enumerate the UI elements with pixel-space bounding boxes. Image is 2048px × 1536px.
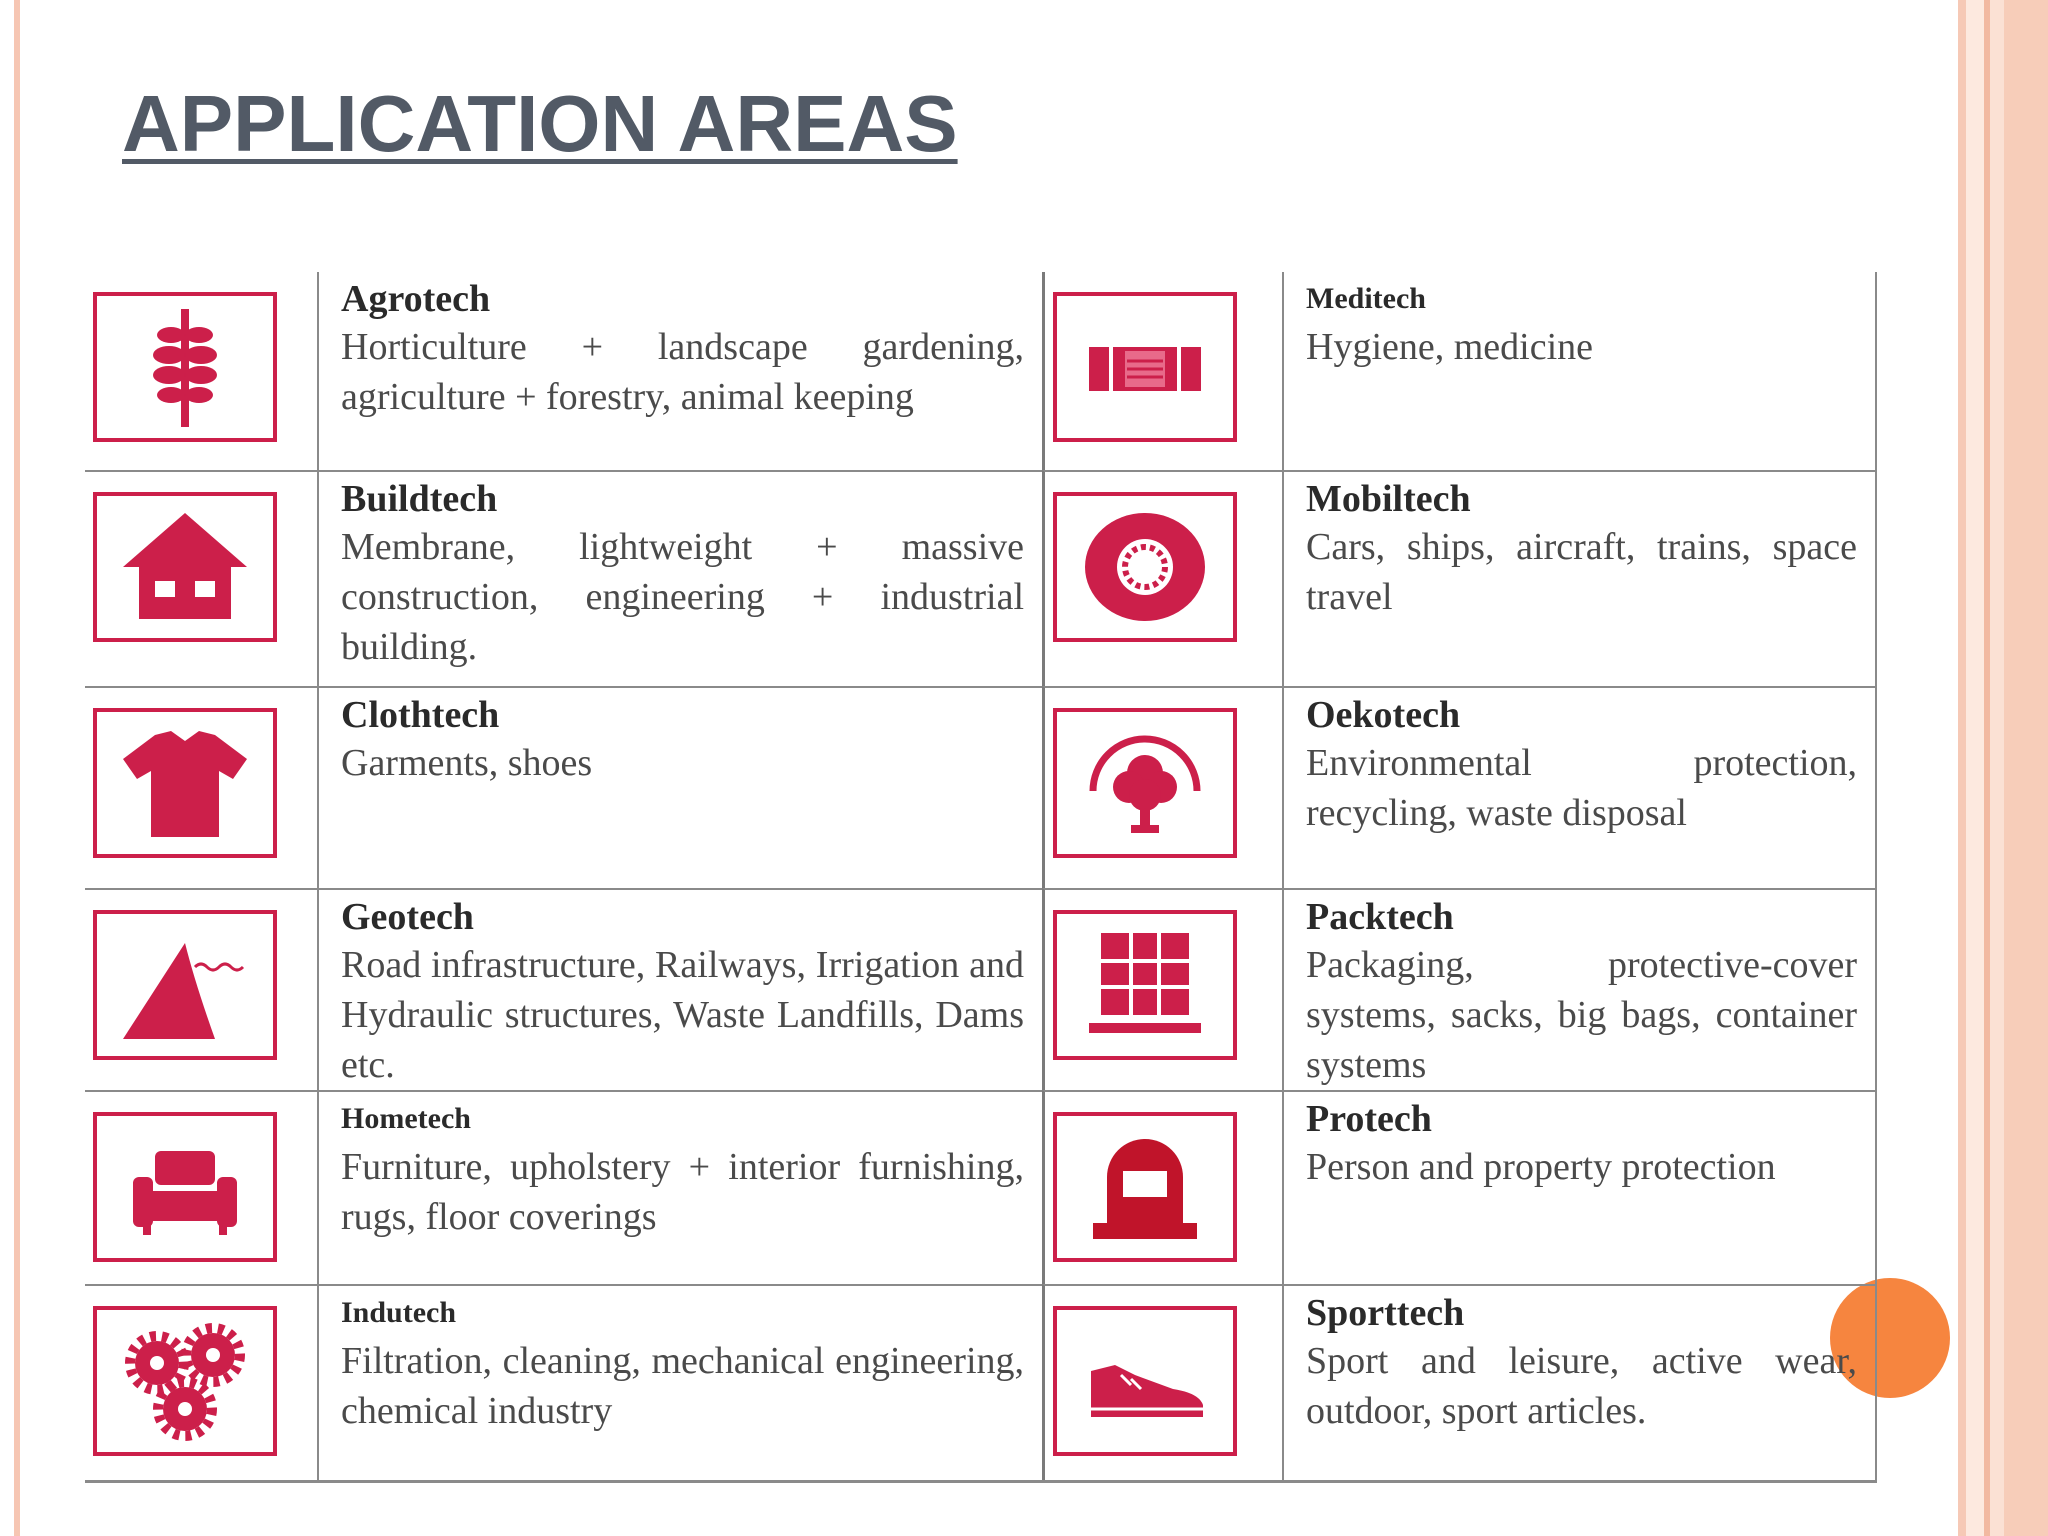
icon-cell (1042, 686, 1282, 888)
area-name: Agrotech (341, 278, 491, 320)
area-description: Garments, shoes (341, 742, 593, 784)
wheat-icon (93, 292, 277, 442)
area-name: Packtech (1306, 896, 1454, 938)
slide-title: APPLICATION AREAS (122, 79, 958, 168)
icon-cell (1042, 272, 1282, 470)
right-stripe (1958, 0, 1966, 1536)
left-border-line (14, 0, 20, 1536)
icon-cell (85, 686, 317, 888)
area-name: Oekotech (1306, 694, 1461, 736)
icon-cell (1042, 1090, 1282, 1284)
icon-cell (1042, 1284, 1282, 1480)
area-description: Cars, ships, aircraft, trains, space tra… (1306, 526, 1857, 618)
right-stripe (1990, 0, 2004, 1536)
area-cell-clothtech: Clothtech Garments, shoes (317, 686, 1042, 888)
icon-cell (85, 1090, 317, 1284)
area-cell-indutech: Indutech Filtration, cleaning, mechanica… (317, 1284, 1042, 1480)
area-description: Person and property protection (1306, 1146, 1776, 1188)
right-stripe (1984, 0, 1990, 1536)
area-cell-packtech: Packtech Packaging, protective-cover sys… (1282, 888, 1877, 1090)
area-cell-mobiltech: Mobiltech Cars, ships, aircraft, trains,… (1282, 470, 1877, 686)
armchair-icon (93, 1112, 277, 1262)
area-description: Membrane, lightweight + massive construc… (341, 526, 1024, 668)
area-description: Hygiene, medicine (1306, 326, 1594, 368)
area-name: Clothtech (341, 694, 500, 736)
decorative-orange-circle (1830, 1278, 1950, 1398)
dam-icon (93, 910, 277, 1060)
icon-cell (1042, 470, 1282, 686)
area-description: Packaging, protective-cover systems, sac… (1306, 944, 1857, 1086)
area-name: Indutech (341, 1296, 457, 1329)
area-name: Protech (1306, 1098, 1432, 1140)
area-description: Sport and leisure, active wear, outdoor,… (1306, 1340, 1857, 1432)
area-description: Horticulture + landscape gardening, agri… (341, 326, 1024, 418)
house-icon (93, 492, 277, 642)
right-stripe (1966, 0, 1984, 1536)
gears-icon (93, 1306, 277, 1456)
area-cell-buildtech: Buildtech Membrane, lightweight + massiv… (317, 470, 1042, 686)
helmet-icon (1053, 1112, 1237, 1262)
area-name: Meditech (1306, 282, 1426, 315)
icon-cell (1042, 888, 1282, 1090)
area-cell-sporttech: Sporttech Sport and leisure, active wear… (1282, 1284, 1877, 1480)
area-cell-protech: Protech Person and property protection (1282, 1090, 1877, 1284)
icon-cell (85, 272, 317, 470)
bandage-icon (1053, 292, 1237, 442)
area-name: Buildtech (341, 478, 498, 520)
icon-cell (85, 470, 317, 686)
area-name: Geotech (341, 896, 474, 938)
area-name: Mobiltech (1306, 478, 1471, 520)
area-name: Sporttech (1306, 1292, 1465, 1334)
area-cell-meditech: Meditech Hygiene, medicine (1282, 272, 1877, 470)
tree-icon (1053, 708, 1237, 858)
area-name: Hometech (341, 1102, 471, 1135)
wheel-icon (1053, 492, 1237, 642)
icon-cell (85, 888, 317, 1090)
area-description: Environmental protection, recycling, was… (1306, 742, 1857, 834)
application-areas-table: Agrotech Horticulture + landscape garden… (85, 272, 1877, 1483)
shoe-icon (1053, 1306, 1237, 1456)
right-stripe (2004, 0, 2048, 1536)
area-description: Furniture, upholstery + interior furnish… (341, 1146, 1024, 1238)
area-cell-oekotech: Oekotech Environmental protection, recyc… (1282, 686, 1877, 888)
area-cell-agrotech: Agrotech Horticulture + landscape garden… (317, 272, 1042, 470)
area-description: Filtration, cleaning, mechanical enginee… (341, 1340, 1024, 1432)
icon-cell (85, 1284, 317, 1480)
area-cell-geotech: Geotech Road infrastructure, Railways, I… (317, 888, 1042, 1090)
pallet-icon (1053, 910, 1237, 1060)
area-cell-hometech: Hometech Furniture, upholstery + interio… (317, 1090, 1042, 1284)
area-description: Road infrastructure, Railways, Irrigatio… (341, 944, 1024, 1086)
tshirt-icon (93, 708, 277, 858)
